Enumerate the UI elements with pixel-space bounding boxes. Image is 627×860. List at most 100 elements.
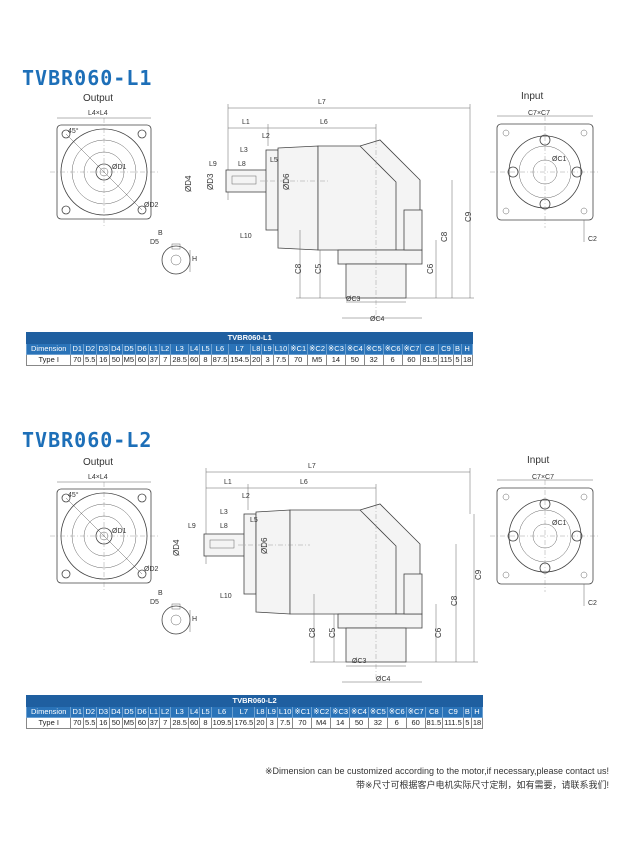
dim-l3: L3	[240, 147, 248, 154]
section-title: TVBR060-L2	[22, 428, 153, 452]
table-cell: 111.5	[442, 717, 464, 729]
header-cell: L5	[199, 706, 212, 718]
drawing-lines	[50, 104, 600, 320]
table-cell: 50	[349, 717, 369, 729]
input-label: Input	[527, 455, 550, 466]
header-cell: L7	[232, 706, 256, 718]
dim-l5: L5	[250, 517, 258, 524]
table-cell: 70	[288, 354, 309, 366]
header-cell: C9	[437, 343, 454, 355]
header-cell: D5	[121, 706, 137, 718]
drawing-lines	[50, 468, 600, 684]
table-cell: 50	[344, 354, 365, 366]
dim-l1: L1	[224, 479, 232, 486]
header-cell: ※C3	[326, 343, 346, 355]
header-cell: ※C7	[401, 343, 422, 355]
input-label: Input	[521, 91, 544, 102]
header-cell: ※C6	[386, 706, 407, 718]
table-cell: 32	[367, 717, 388, 729]
table-cell: 28.5	[170, 354, 189, 366]
header-cell: ※C4	[344, 343, 365, 355]
header-cell: L2	[159, 343, 172, 355]
table-cell: 6	[386, 717, 407, 729]
header-cell: L3	[170, 343, 189, 355]
dim-d6: ØD6	[260, 537, 269, 554]
dim-l7: L7	[308, 463, 316, 470]
dim-c6: C6	[434, 627, 443, 638]
table-cell: 16	[96, 354, 111, 366]
header-cell: D1	[70, 343, 85, 355]
table-cell: 5.5	[83, 717, 98, 729]
table-cell: 81.5	[420, 354, 439, 366]
note-english: ※Dimension can be customized according t…	[264, 766, 609, 776]
dim-d3: ØD3	[206, 173, 215, 190]
table-cell: 16	[96, 717, 111, 729]
table-cell: 18	[460, 354, 474, 366]
dim-c5: C5	[314, 263, 323, 274]
dim-c1: ØC1	[552, 520, 567, 527]
header-cell: ※C5	[367, 706, 388, 718]
table-cell: 18	[470, 717, 484, 729]
table-cell: M4	[311, 717, 332, 729]
dim-c3: ØC3	[346, 296, 361, 303]
table-cell: 20	[254, 717, 267, 729]
table-cell: 7	[159, 717, 172, 729]
table-cell: 70	[292, 717, 313, 729]
technical-drawing: Output Input L4×L4 45° ØD1 ØD2 B D5 H L7…	[0, 90, 627, 360]
dim-l7: L7	[318, 99, 326, 106]
table-cell: 7.5	[276, 717, 294, 729]
table-caption: TVBR060-L2	[25, 695, 484, 707]
dim-c7: C7×C7	[532, 474, 554, 481]
dim-c9: C9	[474, 569, 483, 580]
header-cell: L9	[261, 343, 274, 355]
dim-l8: L8	[220, 523, 228, 530]
dim-d5: D5	[150, 599, 159, 606]
dim-c4: ØC4	[370, 316, 385, 323]
table-cell: 7.5	[272, 354, 290, 366]
table-cell: 14	[326, 354, 346, 366]
header-cell: L3	[170, 706, 189, 718]
dim-h: H	[192, 616, 198, 623]
table-cell: 70	[70, 354, 85, 366]
header-cell: L5	[199, 343, 212, 355]
table-cell: Type I	[25, 717, 72, 729]
header-cell: L4	[187, 706, 201, 718]
table-cell: M5	[121, 354, 137, 366]
table-cell: M5	[307, 354, 327, 366]
dim-d6: ØD6	[282, 173, 291, 190]
header-cell: L2	[159, 706, 172, 718]
table-cell: 50	[109, 354, 123, 366]
header-cell: D5	[121, 343, 137, 355]
header-cell: L1	[147, 343, 161, 355]
dim-c9: C9	[464, 211, 473, 222]
table-cell: 60	[405, 717, 426, 729]
table-cell: 7	[159, 354, 172, 366]
header-cell: B	[462, 706, 472, 718]
dim-l9: L9	[188, 523, 196, 530]
dim-d4: ØD4	[184, 175, 193, 192]
table-cell: 154.5	[228, 354, 252, 366]
table-cell: 60	[401, 354, 422, 366]
header-cell: C8	[420, 343, 439, 355]
dim-d1: ØD1	[112, 528, 127, 535]
header-cell: D2	[83, 343, 98, 355]
dim-l6: L6	[300, 479, 308, 486]
table-cell: 28.5	[170, 717, 189, 729]
header-cell: C8	[424, 706, 444, 718]
dim-c5: C5	[328, 627, 337, 638]
dim-l10: L10	[220, 593, 232, 600]
header-cell: L6	[210, 706, 234, 718]
header-cell: H	[460, 343, 474, 355]
header-cell: D6	[135, 343, 149, 355]
table-cell: 37	[147, 717, 161, 729]
header-cell: D1	[70, 706, 85, 718]
output-label: Output	[83, 457, 114, 468]
dim-l1: L1	[242, 119, 250, 126]
header-cell: D4	[109, 706, 123, 718]
header-cell: D4	[109, 343, 123, 355]
table-cell: 8	[199, 354, 212, 366]
header-cell: D3	[96, 706, 111, 718]
header-cell: D3	[96, 343, 111, 355]
header-cell: H	[470, 706, 484, 718]
